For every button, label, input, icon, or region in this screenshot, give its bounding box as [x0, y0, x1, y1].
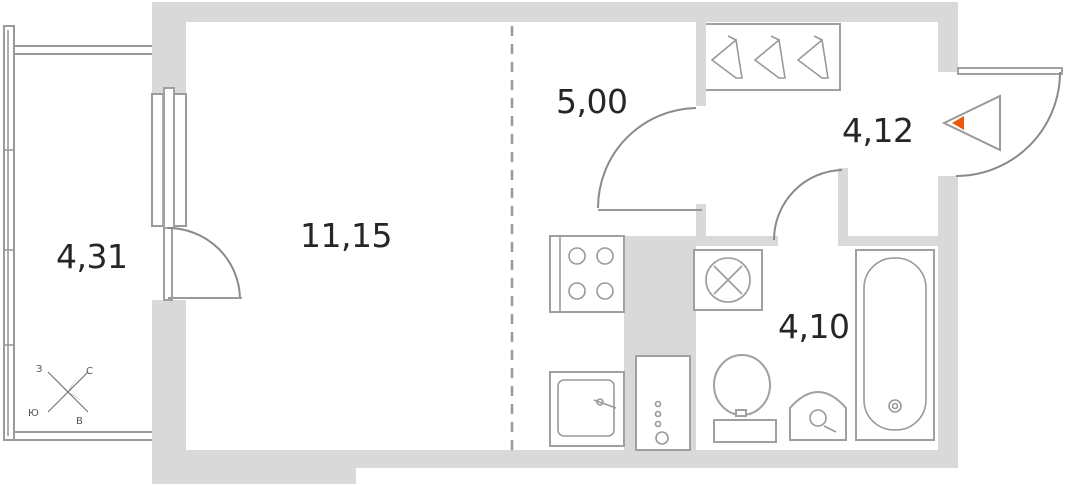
entrance-door	[941, 67, 1063, 177]
bathtub-icon	[855, 249, 935, 441]
compass-south: Ю	[28, 408, 39, 419]
compass-north: С	[86, 366, 93, 377]
wardrobe-hangers-icon	[710, 35, 829, 79]
living-room-area-label: 11,15	[300, 216, 392, 255]
balcony-outline	[3, 25, 152, 441]
compass-east: В	[76, 416, 83, 427]
balcony-area-label: 4,31	[56, 237, 127, 276]
hallway-area-label: 4,12	[842, 111, 913, 150]
ventilation-icon	[693, 249, 763, 311]
balcony-window	[151, 87, 187, 229]
bathroom-door	[773, 169, 843, 241]
walls	[152, 2, 958, 484]
wash-basin-icon	[789, 391, 847, 441]
bathroom-area-label: 4,10	[778, 307, 849, 346]
stove-icon	[549, 235, 625, 313]
kitchen-sink-icon	[549, 371, 625, 447]
interior-partitions	[624, 22, 938, 451]
toilet-icon	[713, 354, 777, 443]
balcony-door	[163, 227, 242, 301]
hob-controls-icon	[654, 400, 669, 445]
kitchen-door	[597, 107, 702, 211]
kitchen-area-label: 5,00	[556, 82, 627, 121]
entrance-marker-icon	[952, 116, 964, 130]
compass-rose-icon: С З Ю В	[28, 364, 93, 427]
compass-west: З	[36, 364, 42, 375]
